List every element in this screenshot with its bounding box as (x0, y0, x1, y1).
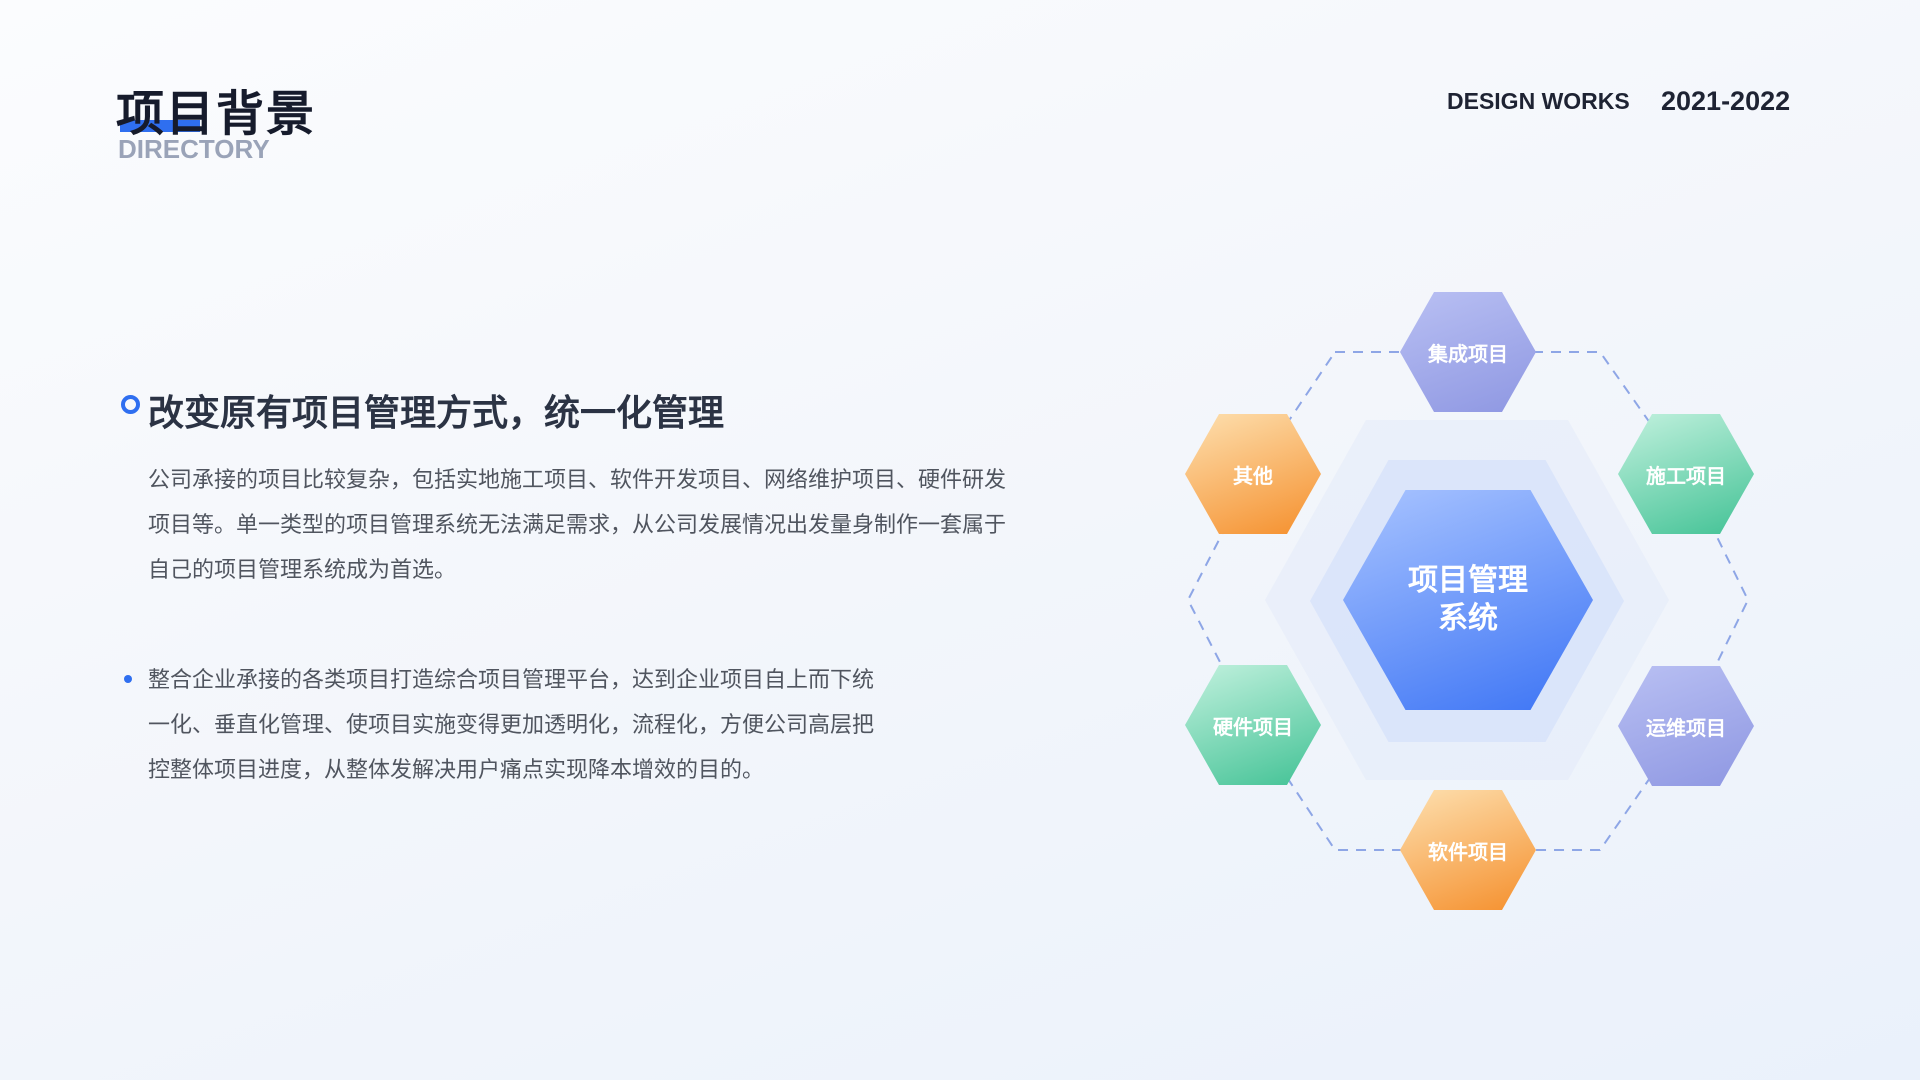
year-range: 2021-2022 (1661, 86, 1791, 116)
page-title: 项目背景 (116, 86, 317, 142)
page-subtitle: DIRECTORY (118, 134, 270, 164)
paragraph-2: 整合企业承接的各类项目打造综合项目管理平台，达到企业项目自上而下统一化、垂直化管… (148, 668, 875, 783)
dot-bullet-icon (124, 675, 132, 683)
paragraph-1: 公司承接的项目比较复杂，包括实地施工项目、软件开发项目、网络维护项目、硬件研发项… (148, 468, 1007, 583)
title-underline (120, 120, 200, 132)
brand-label: DESIGN WORKS (1447, 88, 1630, 114)
center-label-line2: 系统 (1438, 601, 1498, 636)
circle-bullet-icon (121, 395, 140, 414)
center-label-line1: 项目管理 (1408, 563, 1528, 598)
section-heading: 改变原有项目管理方式，统一化管理 (148, 393, 725, 434)
